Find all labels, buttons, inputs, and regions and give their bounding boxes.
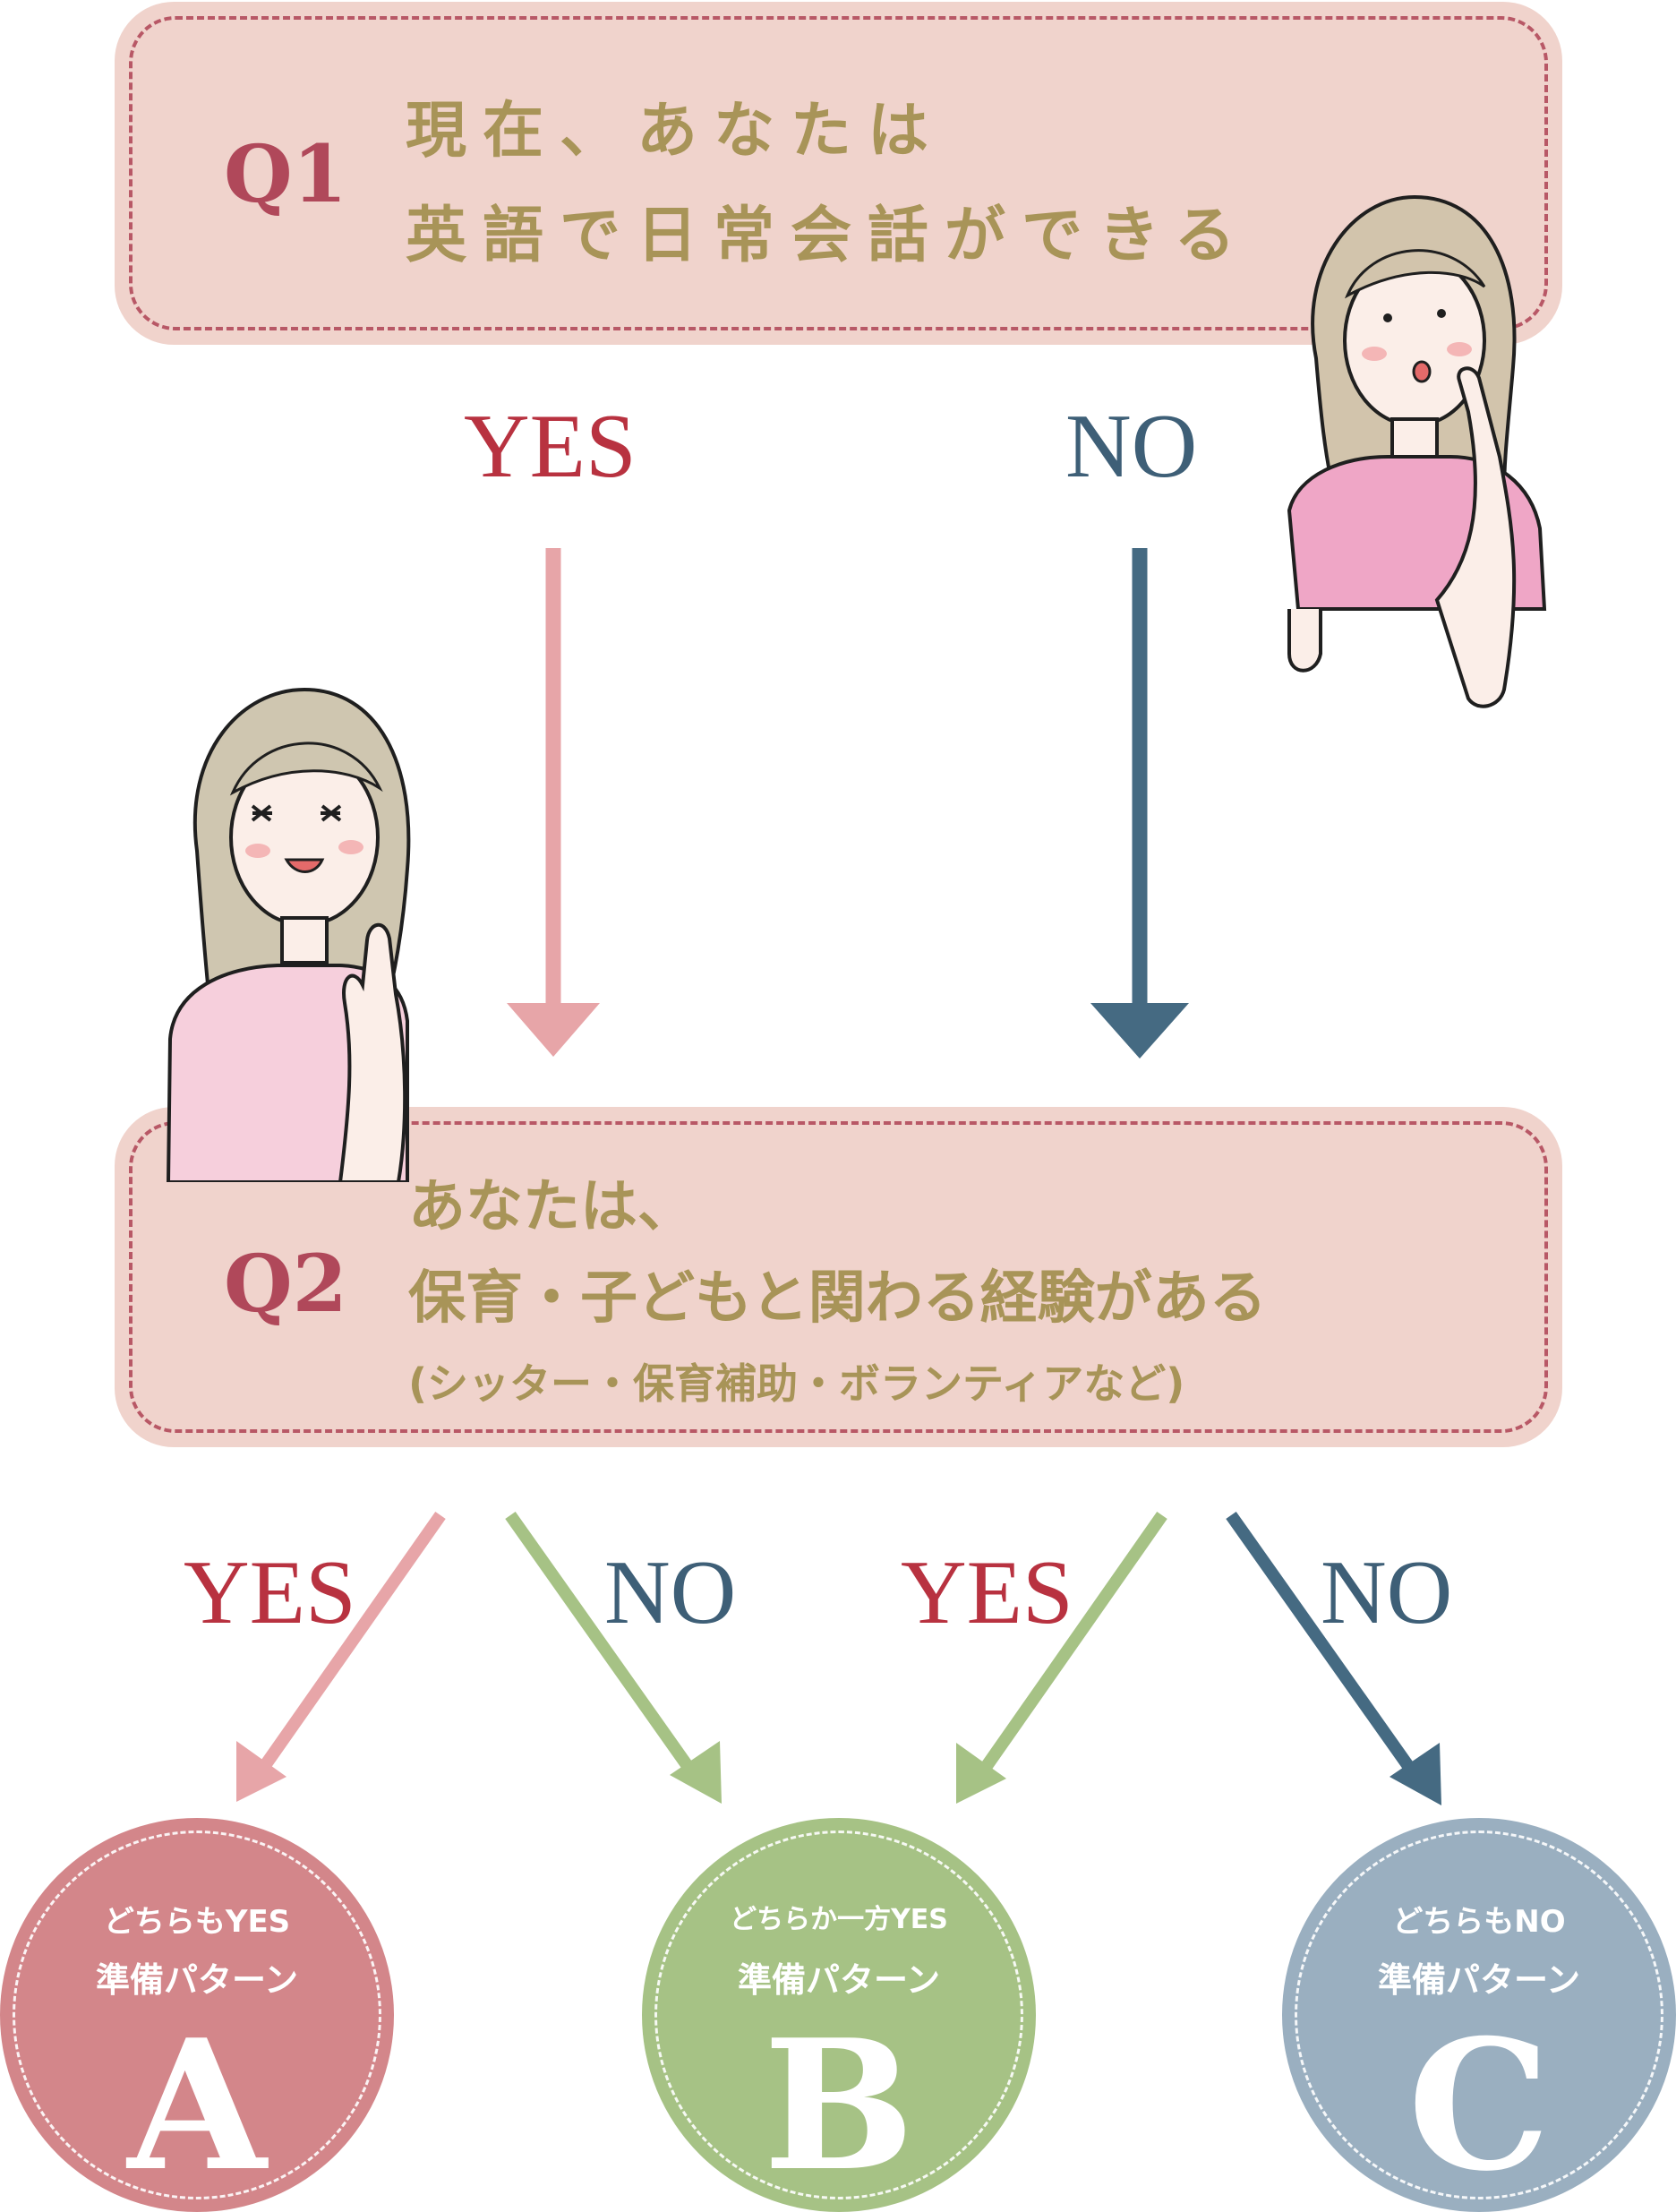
q2-label: Q2 — [224, 1237, 347, 1330]
result-a-title: 準備パターン — [95, 1960, 299, 2000]
question-1-box: Q1 現在、あなたは 英語で日常会話ができる — [115, 2, 1562, 345]
result-c-title: 準備パターン — [1377, 1960, 1581, 2000]
q2-no-arrow-b — [505, 1511, 722, 1804]
result-a-circle: どちらもYES 準備パターン A — [0, 1818, 394, 2212]
question-2-box: Q2 あなたは、 保育・子どもと関わる経験がある (シッター・保育補助・ボランテ… — [115, 1107, 1562, 1447]
q2-line2: 保育・子どもと関わる経験がある — [408, 1265, 1267, 1332]
result-c-circle: どちらもNO 準備パターン C — [1282, 1818, 1676, 2212]
q2-line1: あなたは、 — [408, 1174, 695, 1240]
q2-yes-label-right: YES — [901, 1542, 1073, 1643]
result-b-letter: B — [763, 2001, 915, 2211]
q2-no-arrow-c — [1226, 1511, 1441, 1805]
q2-no-label-right: NO — [1321, 1542, 1453, 1643]
result-b-circle: どちらか一方YES 準備パターン B — [642, 1818, 1036, 2212]
result-b-condition: どちらか一方YES — [730, 1904, 948, 1935]
smiling-girl-illustration — [166, 687, 411, 1182]
q2-no-label-left: NO — [604, 1542, 737, 1643]
result-b-title: 準備パターン — [737, 1960, 941, 2000]
q1-no-arrow — [1090, 548, 1189, 1059]
result-c-letter: C — [1407, 2001, 1551, 2211]
q1-yes-label: YES — [464, 396, 637, 497]
result-c-condition: どちらもNO — [1392, 1904, 1566, 1940]
result-a-letter: A — [127, 2001, 267, 2211]
q2-yes-arrow-a — [236, 1511, 446, 1802]
q2-line3: (シッター・保育補助・ボランティアなど) — [408, 1359, 1185, 1408]
thinking-girl-illustration — [1287, 194, 1547, 708]
q2-yes-label-left: YES — [184, 1542, 356, 1643]
q1-no-label: NO — [1065, 396, 1198, 497]
q2-yes-arrow-b — [956, 1511, 1167, 1804]
q1-yes-arrow — [507, 548, 600, 1057]
result-a-condition: どちらもYES — [103, 1904, 291, 1940]
